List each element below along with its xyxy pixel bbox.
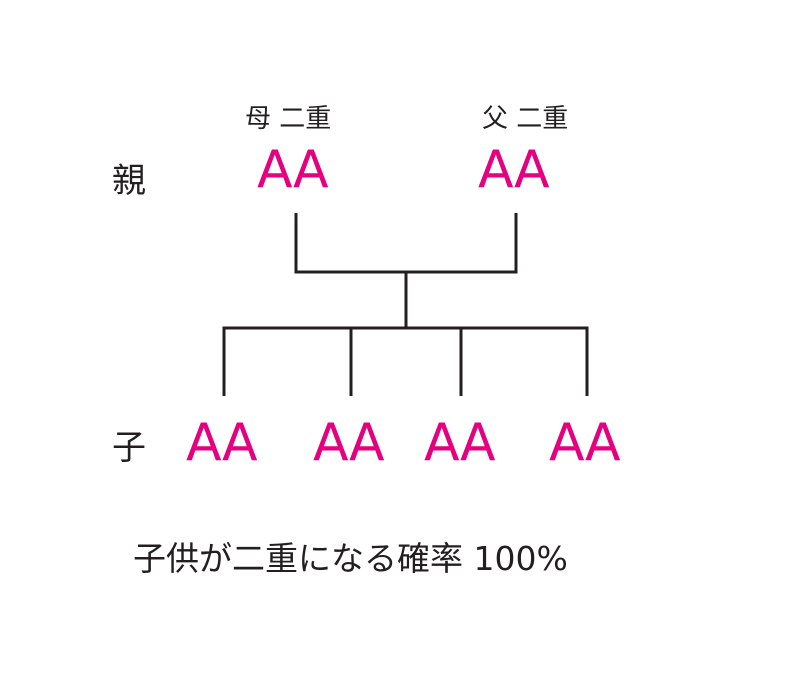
father-label: 父 二重 (482, 104, 569, 134)
child-1-genotype: AA (186, 413, 258, 473)
mother-label: 母 二重 (245, 104, 332, 134)
father-genotype: AA (478, 140, 550, 200)
probability-caption: 子供が二重になる確率 100% (133, 539, 568, 578)
child-4-genotype: AA (549, 413, 621, 473)
parent-row-label: 親 (112, 161, 146, 201)
mother-genotype: AA (257, 140, 329, 200)
child-2-genotype: AA (313, 413, 385, 473)
child-3-genotype: AA (424, 413, 496, 473)
child-row-label: 子 (112, 428, 146, 468)
